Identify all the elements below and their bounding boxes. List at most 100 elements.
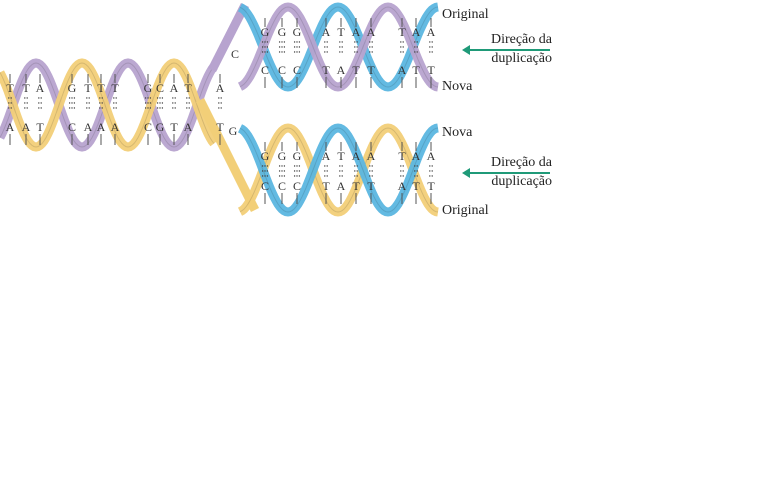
top-base-pair: AT	[427, 18, 436, 88]
base-G: G	[68, 81, 77, 95]
base-T: T	[22, 81, 30, 95]
top-base-pair: TA	[398, 18, 407, 88]
parent-strand-yellow-edge	[0, 62, 215, 148]
base-C: C	[261, 179, 269, 193]
strand-label-bottom-new: Nova	[442, 125, 473, 140]
base-C: C	[144, 120, 152, 134]
direction-label-bottom-line2: duplicação	[491, 174, 552, 189]
base-T: T	[427, 179, 435, 193]
top-base-pair: TA	[337, 18, 346, 88]
strand-label-top-new: Nova	[442, 79, 473, 94]
base-G: G	[293, 25, 302, 39]
parent-base-pair: CG	[156, 74, 165, 145]
bottom-base-pair: TA	[337, 142, 346, 204]
direction-arrow-icon-bottom	[462, 168, 550, 178]
base-G: G	[156, 120, 165, 134]
base-T: T	[352, 63, 360, 77]
fork-strand-purple	[207, 2, 250, 73]
bottom-base-pair: TA	[398, 142, 407, 204]
base-A: A	[216, 81, 225, 95]
base-T: T	[398, 25, 406, 39]
top-base-pair: GC	[293, 18, 302, 88]
top-base-pair: AT	[367, 18, 376, 88]
base-T: T	[337, 149, 345, 163]
parent-base-pair: AT	[216, 74, 225, 145]
base-T: T	[184, 81, 192, 95]
base-A: A	[322, 149, 331, 163]
direction-label-bottom: Direção da duplicação	[470, 153, 552, 191]
base-G: G	[278, 25, 287, 39]
bottom-base-pair: AT	[367, 142, 376, 204]
base-A: A	[352, 149, 361, 163]
base-A: A	[22, 120, 31, 134]
bottom-base-pair: AT	[427, 142, 436, 204]
bottom-base-pair: AT	[352, 142, 361, 204]
base-A: A	[36, 81, 45, 95]
base-A: A	[427, 149, 436, 163]
base-A: A	[412, 149, 421, 163]
base-pairs: TATAATGCTATATAGCCGATTAATGCGCGCATTAATATTA…	[6, 18, 436, 204]
base-T: T	[337, 25, 345, 39]
parent-helix	[0, 2, 260, 213]
base-C: C	[293, 179, 301, 193]
base-A: A	[337, 63, 346, 77]
bottom-base-pair: GC	[293, 142, 302, 204]
base-C: C	[68, 120, 76, 134]
base-A: A	[111, 120, 120, 134]
direction-label-top-line2: duplicação	[491, 51, 552, 66]
top-base-pair: GC	[261, 18, 270, 88]
parent-base-pair: AT	[36, 74, 45, 145]
base-C: C	[261, 63, 269, 77]
base-A: A	[412, 25, 421, 39]
base-A: A	[170, 81, 179, 95]
top-base-pair: AT	[352, 18, 361, 88]
parent-base-pair: GC	[68, 74, 77, 145]
fork-base-top: C	[231, 47, 239, 61]
top-base-pair: AT	[322, 18, 331, 88]
bottom-new-strand	[237, 123, 439, 217]
parent-base-pair: TA	[84, 74, 93, 145]
base-A: A	[337, 179, 346, 193]
bottom-daughter-helix	[237, 123, 439, 217]
base-T: T	[352, 179, 360, 193]
bottom-original-strand	[237, 123, 439, 217]
strand-label-top-original: Original	[442, 7, 489, 22]
bottom-base-pair: AT	[412, 142, 421, 204]
base-A: A	[97, 120, 106, 134]
base-G: G	[278, 149, 287, 163]
base-C: C	[278, 179, 286, 193]
base-T: T	[97, 81, 105, 95]
direction-label-top: Direção da duplicação	[470, 30, 552, 68]
base-G: G	[261, 25, 270, 39]
bottom-base-pair: GC	[261, 142, 270, 204]
base-T: T	[412, 179, 420, 193]
top-daughter-helix	[237, 2, 439, 92]
base-T: T	[111, 81, 119, 95]
base-A: A	[84, 120, 93, 134]
fork-strand-yellow	[195, 97, 260, 213]
bottom-base-pair: GC	[278, 142, 287, 204]
bottom-new-strand-edge	[239, 127, 439, 213]
base-G: G	[144, 81, 153, 95]
direction-label-top-line1: Direção da	[490, 32, 552, 47]
top-new-strand	[237, 2, 439, 92]
base-A: A	[184, 120, 193, 134]
bottom-original-strand-edge	[239, 127, 439, 213]
base-T: T	[367, 179, 375, 193]
parent-base-pair: TA	[184, 74, 193, 145]
direction-arrow-icon-top	[462, 45, 550, 55]
top-original-strand	[237, 2, 439, 92]
base-A: A	[322, 25, 331, 39]
parent-base-pair: GC	[144, 74, 153, 145]
parent-base-pair: TA	[111, 74, 120, 145]
base-A: A	[367, 149, 376, 163]
base-A: A	[398, 179, 407, 193]
top-base-pair: GC	[278, 18, 287, 88]
base-G: G	[261, 149, 270, 163]
base-A: A	[367, 25, 376, 39]
base-T: T	[216, 120, 224, 134]
dna-replication-diagram: TATAATGCTATATAGCCGATTAATGCGCGCATTAATATTA…	[0, 2, 439, 217]
base-A: A	[352, 25, 361, 39]
base-T: T	[6, 81, 14, 95]
base-T: T	[398, 149, 406, 163]
